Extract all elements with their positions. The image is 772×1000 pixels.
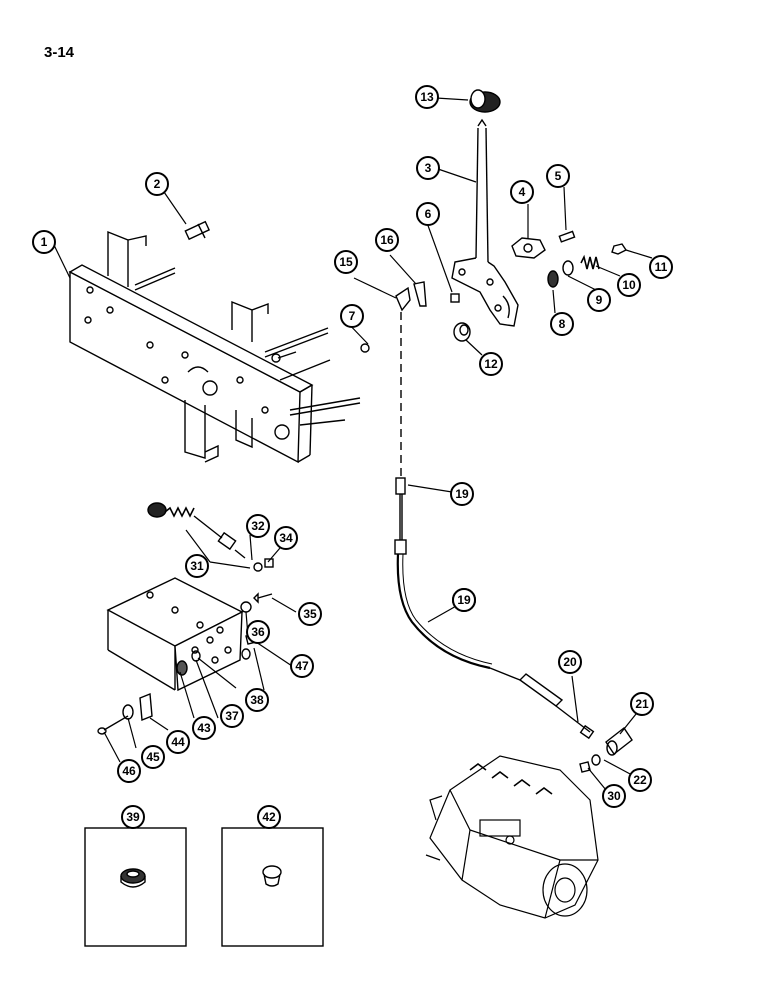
callout-label: 43 [197,721,211,735]
callout-5: 5 [546,164,570,188]
callout-label: 4 [519,185,526,199]
callout-15: 15 [334,250,358,274]
callout-label: 21 [635,697,649,711]
leader-lines [53,97,653,791]
callout-label: 31 [190,559,204,573]
callout-13: 13 [415,85,439,109]
inset-39-frame [221,827,324,947]
stop-knob-30 [147,502,246,559]
callout-label: 37 [225,709,239,723]
callout-group: 1234567891011121315161819192021223031323… [32,85,673,829]
callout-label: 19 [457,593,471,607]
callout-30: 30 [602,784,626,808]
callout-label: 47 [295,659,309,673]
callout-42: 42 [257,805,281,829]
callout-label: 46 [122,764,136,778]
friction-disc-4 [511,237,546,259]
callout-label: 39 [126,810,140,824]
callout-36: 36 [246,620,270,644]
callout-20: 20 [558,650,582,674]
callout-11: 11 [649,255,673,279]
callout-label: 7 [349,309,356,323]
callout-label: 45 [146,750,160,764]
page-number: 3-14 [44,44,75,61]
callout-19: 19 [450,482,474,506]
callout-47: 47 [290,654,314,678]
callout-label: 42 [262,810,276,824]
callout-19: 19 [452,588,476,612]
callout-3: 3 [416,156,440,180]
callout-1: 1 [32,230,56,254]
callout-46: 46 [117,759,141,783]
mounting-panel [68,230,361,464]
callout-45: 45 [141,745,165,769]
hand-lever [451,118,519,327]
callout-4: 4 [510,180,534,204]
callout-12: 12 [479,352,503,376]
callout-label: 1 [41,235,48,249]
knob-13 [469,89,501,113]
callout-9: 9 [587,288,611,312]
callout-label: 3 [425,161,432,175]
stop-bracket [106,577,244,692]
callout-label: 38 [250,693,264,707]
callout-2: 2 [145,172,169,196]
callout-10: 10 [617,273,641,297]
throttle-cable [394,312,595,740]
callout-34: 34 [274,526,298,550]
callout-label: 32 [251,519,265,533]
callout-label: 5 [555,169,562,183]
callout-label: 36 [251,625,265,639]
callout-label: 15 [339,255,353,269]
injection-pump [425,755,599,919]
callout-label: 13 [420,90,434,104]
callout-39: 39 [121,805,145,829]
swivel-20 [605,726,633,756]
callout-label: 34 [279,531,293,545]
callout-22: 22 [628,768,652,792]
callout-7: 7 [340,304,364,328]
callout-label: 16 [380,233,394,247]
callout-32: 32 [246,514,270,538]
callout-label: 44 [171,735,185,749]
callout-label: 35 [303,607,317,621]
callout-label: 20 [563,655,577,669]
callout-21: 21 [630,692,654,716]
callout-44: 44 [166,730,190,754]
screw-7 [271,343,370,363]
callout-label: 30 [607,789,621,803]
callout-31: 31 [185,554,209,578]
callout-label: 19 [455,487,469,501]
callout-label: 10 [622,278,636,292]
callout-label: 22 [633,773,647,787]
callout-43: 43 [192,716,216,740]
callout-label: 6 [425,207,432,221]
callout-label: 11 [655,260,668,274]
callout-35: 35 [298,602,322,626]
callout-8: 8 [550,312,574,336]
callout-37: 37 [220,704,244,728]
callout-16: 16 [375,228,399,252]
bolt-2 [184,220,211,241]
callout-label: 12 [484,357,498,371]
callout-label: 2 [154,177,161,191]
callout-6: 6 [416,202,440,226]
callout-label: 9 [596,293,603,307]
callout-38: 38 [245,688,269,712]
callout-label: 8 [559,317,566,331]
